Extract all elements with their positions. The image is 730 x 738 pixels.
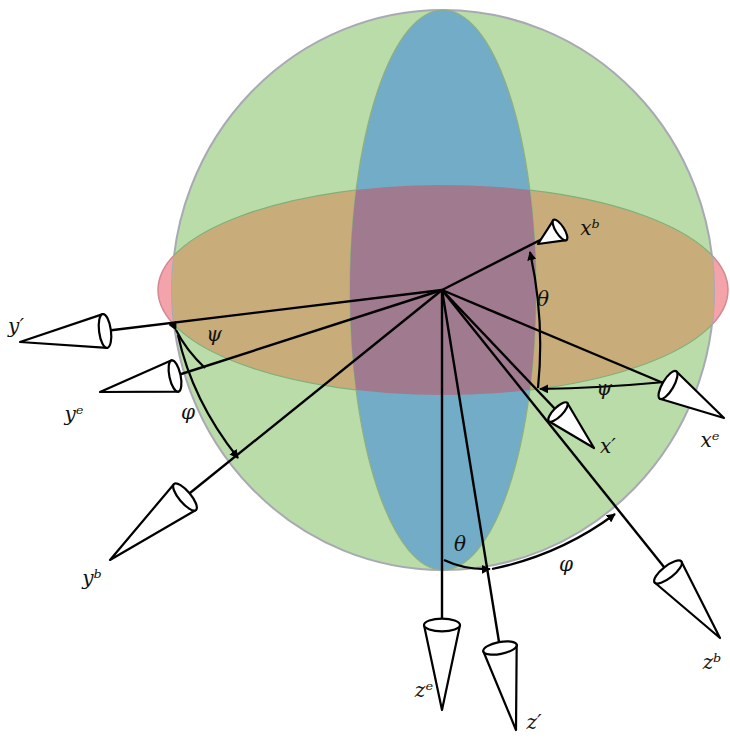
axes xyxy=(20,218,724,730)
angle-arcs xyxy=(176,252,665,569)
axis-label: z′ xyxy=(526,712,541,732)
angle-label: φ xyxy=(559,554,573,574)
axis-cone xyxy=(20,314,107,348)
axis-label: xᵉ xyxy=(700,430,719,450)
angle-arc xyxy=(178,335,238,458)
axis-cone-base xyxy=(166,359,184,393)
axis-label: xᵇ xyxy=(580,218,599,238)
axis-label: zᵉ xyxy=(415,680,433,700)
axis-cone-base xyxy=(651,557,685,587)
axis-line xyxy=(105,290,442,331)
axis-cone-base xyxy=(482,639,518,657)
axis-line xyxy=(442,290,668,385)
axis-cone-base xyxy=(170,480,201,514)
axis-line xyxy=(441,290,443,625)
axis-label: yᵇ xyxy=(82,568,101,588)
axis-cone-base xyxy=(97,313,113,348)
angle-label: ψ xyxy=(596,378,612,398)
axis-line xyxy=(175,290,442,376)
angle-label: φ xyxy=(181,402,195,422)
angle-arc xyxy=(444,560,490,569)
axis-line xyxy=(442,290,668,572)
axis-cone xyxy=(100,360,178,392)
angle-label: θ xyxy=(537,289,549,309)
angle-arc xyxy=(530,252,540,388)
angle-label: ψ xyxy=(206,324,222,344)
axis-cone-base xyxy=(655,368,681,401)
angle-label: θ xyxy=(454,534,466,554)
axis-cone-base xyxy=(550,218,570,243)
angle-arc xyxy=(492,514,615,569)
axis-line xyxy=(442,290,500,648)
axis-label: y′ xyxy=(8,316,24,336)
axis-cone xyxy=(483,645,516,730)
axis-label: zᵇ xyxy=(703,652,722,672)
axis-line xyxy=(185,290,442,497)
axis-label: x′ xyxy=(600,436,616,456)
axis-cone-base xyxy=(424,619,460,632)
axis-cone-base xyxy=(546,400,571,425)
axis-label: yᵉ xyxy=(64,404,83,424)
